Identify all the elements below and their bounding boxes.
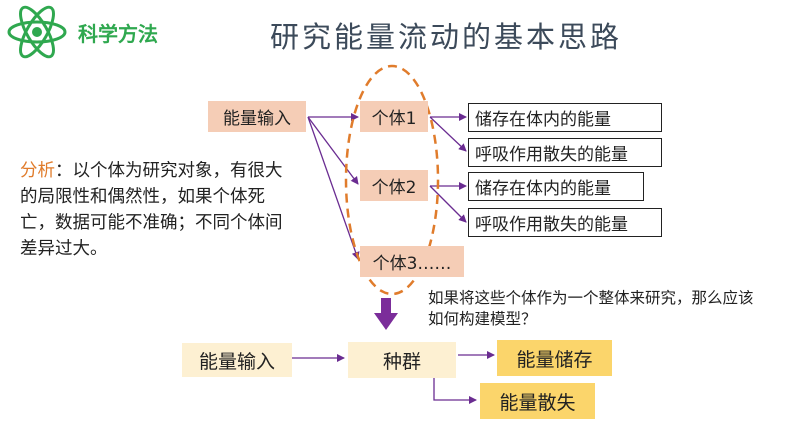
atom-icon <box>7 5 67 59</box>
analysis-text: 分析：以个体为研究对象，有很大的局限性和偶然性，如果个体死亡，数据可能不准确；不… <box>20 158 290 262</box>
analysis-label: 分析 <box>20 161 55 181</box>
page-title: 研究能量流动的基本思路 <box>270 20 623 54</box>
population-energy-input: 能量输入 <box>182 343 292 377</box>
question-text: 如果将这些个体作为一个整体来研究，那么应该如何构建模型？ <box>428 289 754 328</box>
energy-storage-box: 能量储存 <box>497 340 612 376</box>
individual-1-respiration: 呼吸作用散失的能量 <box>468 138 662 167</box>
individual-1-storage: 储存在体内的能量 <box>468 103 662 132</box>
population-box: 种群 <box>348 342 456 378</box>
individual-2-box: 个体2 <box>360 170 428 201</box>
energy-input-box: 能量输入 <box>208 101 306 132</box>
individual-3-box: 个体3…… <box>360 246 464 277</box>
individual-2-storage: 储存在体内的能量 <box>468 172 644 201</box>
brand-label: 科学方法 <box>78 22 158 46</box>
analysis-body: ：以个体为研究对象，有很大的局限性和偶然性，如果个体死亡，数据可能不准确；不同个… <box>20 161 283 259</box>
individual-2-respiration: 呼吸作用散失的能量 <box>468 208 662 237</box>
individual-1-box: 个体1 <box>360 101 428 132</box>
energy-loss-box: 能量散失 <box>480 383 595 419</box>
